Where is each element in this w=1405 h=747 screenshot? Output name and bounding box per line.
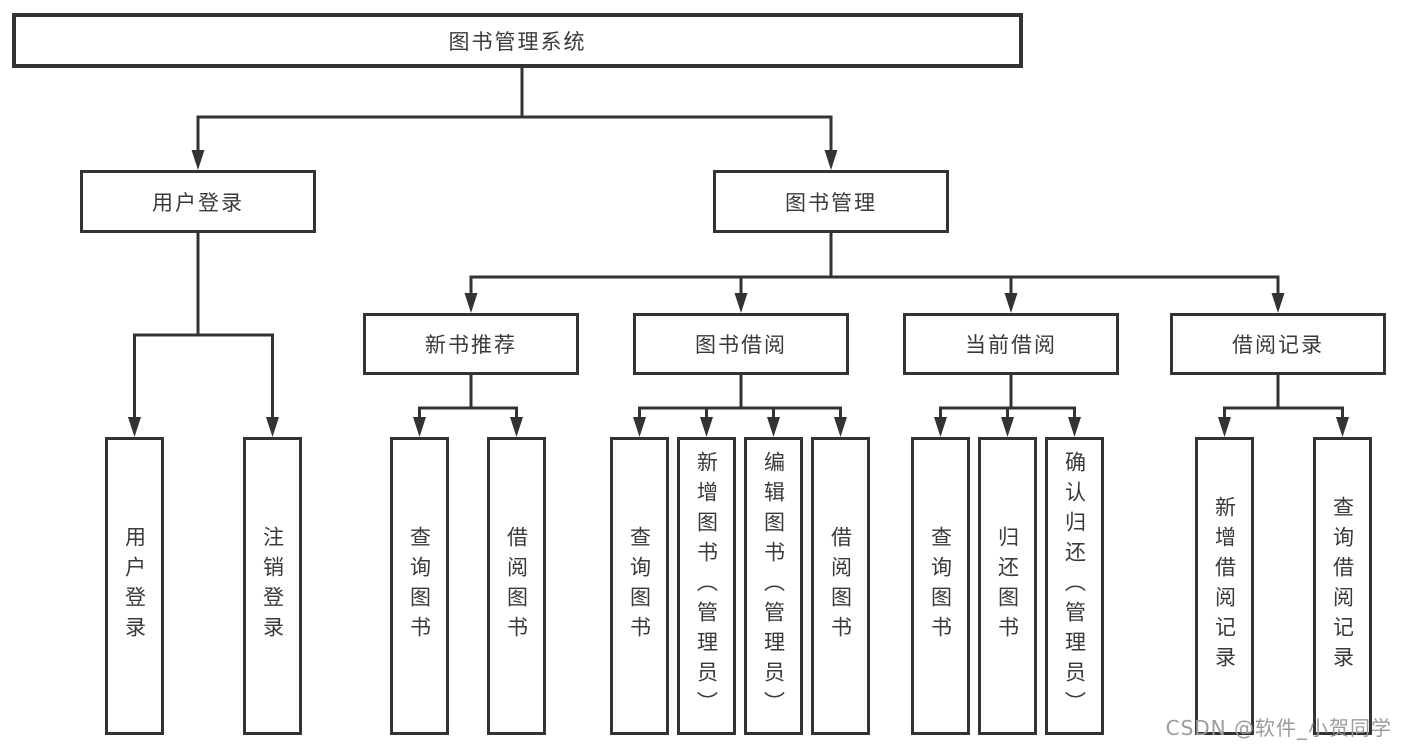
leaf-add-borrow-record-label: 新增借阅记录 <box>1212 496 1237 676</box>
node-current-borrowing: 当前借阅 <box>903 313 1119 375</box>
leaf-add-book-admin-label: 新增图书（管理员） <box>694 451 719 721</box>
node-book-management: 图书管理 <box>713 170 949 233</box>
leaf-search-books-current-label: 查询图书 <box>928 526 953 646</box>
node-borrowing-records: 借阅记录 <box>1170 313 1386 375</box>
leaf-logout: 注销登录 <box>243 437 302 735</box>
leaf-confirm-return-admin-label: 确认归还（管理员） <box>1062 451 1087 721</box>
leaf-search-borrow-record: 查询借阅记录 <box>1313 437 1372 735</box>
leaf-borrow-books-label: 借阅图书 <box>828 526 853 646</box>
leaf-borrow-books-recommend: 借阅图书 <box>487 437 546 735</box>
leaf-add-book-admin: 新增图书（管理员） <box>677 437 736 735</box>
leaf-add-borrow-record: 新增借阅记录 <box>1195 437 1254 735</box>
node-new-book-recommendation: 新书推荐 <box>363 313 579 375</box>
node-book-borrowing: 图书借阅 <box>633 313 849 375</box>
leaf-return-books: 归还图书 <box>978 437 1037 735</box>
leaf-search-books-borrowing-label: 查询图书 <box>627 526 652 646</box>
node-library-management-system: 图书管理系统 <box>12 13 1023 68</box>
csdn-watermark: CSDN @软件_小贺同学 <box>1165 716 1392 740</box>
leaf-user-login: 用户登录 <box>105 437 164 735</box>
leaf-borrow-books-recommend-label: 借阅图书 <box>504 526 529 646</box>
leaf-search-books-recommend: 查询图书 <box>390 437 449 735</box>
leaf-confirm-return-admin: 确认归还（管理员） <box>1045 437 1104 735</box>
leaf-logout-label: 注销登录 <box>260 526 285 646</box>
leaf-search-books-current: 查询图书 <box>911 437 970 735</box>
leaf-user-login-label: 用户登录 <box>122 526 147 646</box>
leaf-edit-book-admin: 编辑图书（管理员） <box>744 437 803 735</box>
node-user-login: 用户登录 <box>80 170 316 233</box>
leaf-search-books-borrowing: 查询图书 <box>610 437 669 735</box>
leaf-search-borrow-record-label: 查询借阅记录 <box>1330 496 1355 676</box>
leaf-edit-book-admin-label: 编辑图书（管理员） <box>761 451 786 721</box>
leaf-search-books-recommend-label: 查询图书 <box>407 526 432 646</box>
leaf-return-books-label: 归还图书 <box>995 526 1020 646</box>
leaf-borrow-books: 借阅图书 <box>811 437 870 735</box>
